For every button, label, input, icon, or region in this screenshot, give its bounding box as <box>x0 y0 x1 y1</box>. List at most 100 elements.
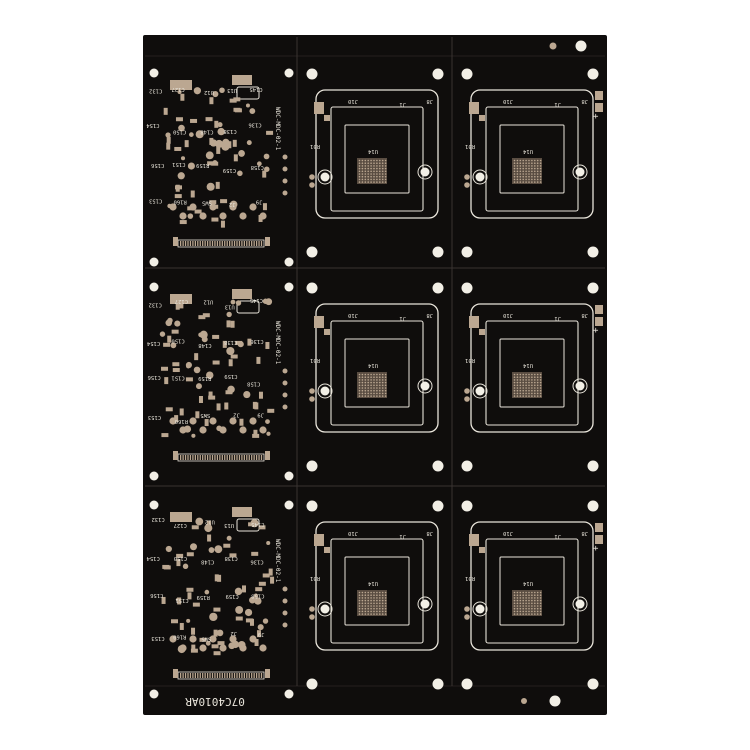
connector-pin <box>258 241 260 246</box>
bga-ball <box>516 178 519 181</box>
connector-pin <box>255 673 258 678</box>
bga-ball <box>539 167 542 170</box>
smd-pad <box>207 534 212 542</box>
round-pad <box>219 426 227 434</box>
bga-ball <box>364 376 367 379</box>
silk-label: J8 <box>581 98 588 104</box>
smd-pad <box>258 581 266 586</box>
via-pad <box>216 629 224 637</box>
bga-ball <box>531 610 533 613</box>
bga-ball <box>519 602 522 605</box>
bga-ball <box>536 599 539 602</box>
bga-ball <box>534 602 536 605</box>
bga-ball <box>516 165 519 167</box>
bga-ball <box>361 597 364 599</box>
via-pad <box>198 332 203 338</box>
smd-pad <box>174 194 182 199</box>
via-pad <box>159 331 166 337</box>
bga-ball <box>525 392 527 395</box>
bga-ball <box>370 170 372 173</box>
via-pad <box>226 311 232 318</box>
smd-pad <box>220 199 228 204</box>
bga-ball <box>370 591 372 594</box>
round-pad <box>249 417 257 425</box>
connector-pin <box>194 673 196 678</box>
bga-ball <box>358 387 361 389</box>
smd-pad <box>186 552 194 557</box>
mount-hole <box>284 68 294 78</box>
via-pad <box>180 156 186 161</box>
bga-ball <box>358 162 361 164</box>
bga-ball <box>525 173 527 175</box>
bga-ball <box>381 381 384 384</box>
bga-ball <box>373 607 375 610</box>
smd-pad <box>179 220 187 225</box>
mount-hole <box>284 500 294 510</box>
bga-ball <box>513 605 516 607</box>
via-pad <box>165 319 173 327</box>
board-marking: 07C4010AR <box>185 695 245 708</box>
bga-ball <box>376 181 378 183</box>
silk-label: R160 <box>173 633 186 639</box>
connector-pin <box>180 455 182 460</box>
smd-pad <box>185 377 193 382</box>
bga-ball <box>381 387 384 389</box>
connector-pin <box>243 455 245 460</box>
silk-side-text: WDC-MDC-02-1 <box>274 107 281 151</box>
bga-ball <box>381 594 384 596</box>
socket-outline-inner <box>485 320 579 426</box>
silk-label: U14 <box>522 580 533 586</box>
bga-ball <box>370 389 372 392</box>
side-hole-ring <box>572 378 588 394</box>
bga-ball <box>384 181 387 183</box>
bga-ball <box>384 165 387 167</box>
silk-label: J1 <box>399 315 406 321</box>
silk-label: C150 <box>174 555 187 561</box>
connector-pin <box>180 673 182 678</box>
side-hole <box>420 167 430 177</box>
round-pad <box>179 426 187 434</box>
via-pad <box>191 433 196 438</box>
bga-ball <box>364 395 367 397</box>
silk-label: C156 <box>150 592 163 598</box>
bga-ball <box>516 392 519 395</box>
bga-ball <box>358 602 361 605</box>
bga-ball <box>513 607 516 610</box>
bga-ball <box>367 594 370 596</box>
bga-ball <box>379 173 381 175</box>
bga-ball <box>531 175 533 178</box>
bga-ball <box>370 599 372 602</box>
smd-pad <box>216 146 221 154</box>
bga-ball <box>539 605 542 607</box>
bga-ball <box>384 387 387 389</box>
smd-pad <box>191 525 199 530</box>
smd-pad <box>258 391 263 399</box>
bga-ball <box>539 376 542 379</box>
smd-pad <box>209 97 214 105</box>
smd-pad <box>252 401 257 409</box>
bga-ball <box>364 387 367 389</box>
mount-hole <box>461 678 473 690</box>
bga-ball <box>381 165 384 167</box>
bga-ball <box>376 597 378 599</box>
round-pad <box>259 644 267 652</box>
side-hole-ring <box>417 596 433 612</box>
smd-pad <box>179 408 184 416</box>
silk-label: J1 <box>554 101 561 107</box>
bga-ball <box>539 162 542 164</box>
bga-ball <box>358 599 361 602</box>
bga-ball <box>528 602 530 605</box>
smd-pad <box>162 564 170 569</box>
bga-ball <box>384 389 387 392</box>
bga-ball <box>370 381 372 384</box>
bga-ball <box>381 605 384 607</box>
bga-ball <box>531 381 533 384</box>
bga-ball <box>534 379 536 381</box>
via-pad <box>186 618 191 623</box>
panel-dividers <box>145 37 605 687</box>
bga-ball <box>358 607 361 610</box>
bga-ball <box>370 178 372 181</box>
bga-ball <box>528 178 530 181</box>
bga-ball <box>361 181 364 183</box>
connector-pin <box>214 241 216 246</box>
